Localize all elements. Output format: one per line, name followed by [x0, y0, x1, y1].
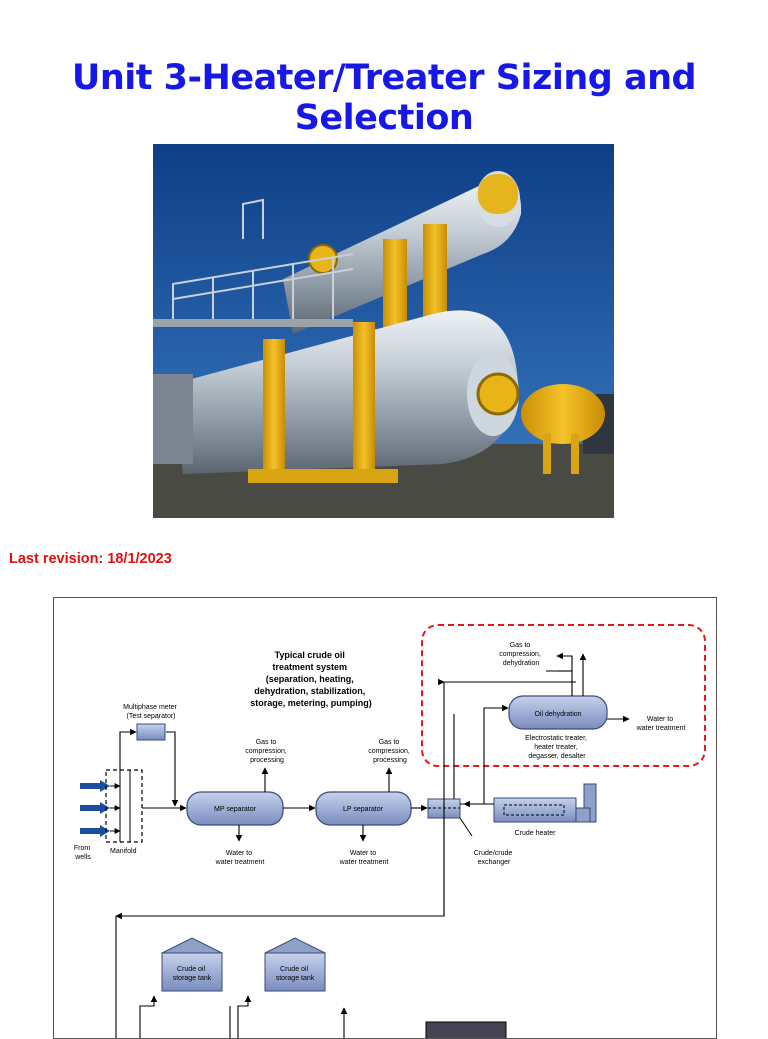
from-wells-label: From wells	[74, 845, 92, 861]
last-revision: Last revision: 18/1/2023	[9, 551, 172, 567]
lp-water-label: Water to water treatment	[339, 850, 389, 866]
heading-line-1: Typical crude oil	[275, 650, 345, 660]
exchanger-label: Crude/crude exchanger	[474, 850, 514, 866]
well-arrows	[80, 780, 110, 837]
dehy-water-label: Water to water treatment	[636, 716, 686, 732]
storage-tank-1	[161, 937, 223, 992]
heading-line-5: storage, metering, pumping)	[250, 698, 372, 708]
manifold	[105, 769, 143, 843]
oil-dehydration	[508, 695, 608, 730]
crude-oil-treatment-diagram: Typical crude oil treatment system (sepa…	[53, 597, 717, 1039]
multiphase-meter	[136, 723, 166, 741]
dehy-equipment-label: Electrostatic treater, heater treater, d…	[525, 735, 589, 760]
storage-tank-1-label: Crude oil storage tank	[173, 966, 212, 982]
heading-line-2: treatment system	[272, 662, 347, 672]
lp-separator-label: LP separator	[343, 806, 384, 813]
crude-heater-label: Crude heater	[515, 830, 557, 837]
crude-heater	[493, 797, 577, 823]
page-title: Unit 3-Heater/Treater Sizing and Selecti…	[71, 58, 697, 138]
mp-separator-label: MP separator	[214, 806, 257, 813]
oil-dehydration-label: Oil dehydration	[534, 711, 581, 718]
storage-tank-2	[264, 937, 326, 992]
heater-treater-photo	[153, 144, 614, 518]
lp-gas-label: Gas to compression, processing	[368, 739, 412, 764]
heading-line-3: (separation, heating,	[266, 674, 354, 684]
heading-line-4: dehydration, stabilization,	[254, 686, 365, 696]
dehy-gas-label: Gas to compression, dehydration	[499, 642, 543, 667]
dehydration-highlight	[421, 624, 706, 767]
multiphase-meter-label: Multiphase meter (Test separator)	[123, 704, 179, 720]
storage-tank-2-label: Crude oil storage tank	[276, 966, 315, 982]
manifold-label: Manifold	[110, 848, 137, 855]
pump-unit	[425, 1021, 507, 1038]
mp-water-label: Water to water treatment	[215, 850, 265, 866]
diagram-heading: Typical crude oil treatment system (sepa…	[250, 650, 372, 708]
mp-gas-label: Gas to compression, processing	[245, 739, 289, 764]
